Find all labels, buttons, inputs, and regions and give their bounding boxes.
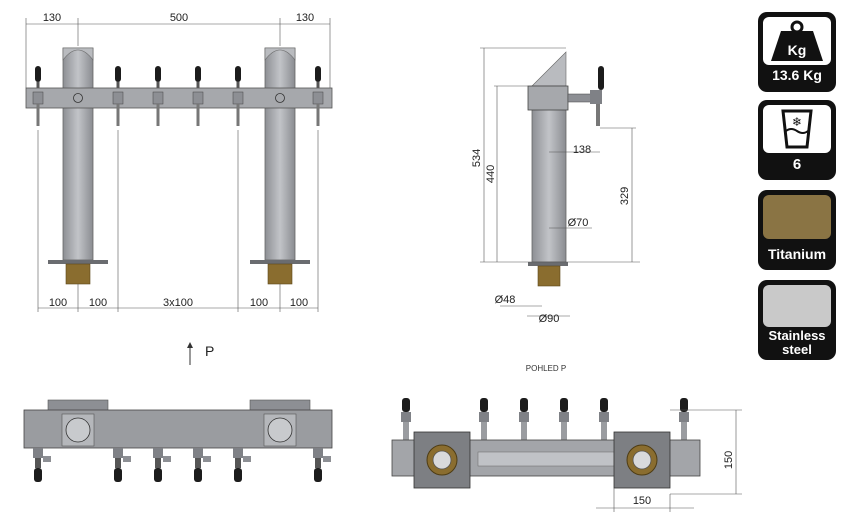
stainless-label-line1: Stainless: [768, 328, 826, 343]
ice-glass-icon: ❄: [781, 109, 813, 149]
side-dim-overall-height: 534: [471, 149, 483, 167]
titanium-label: Titanium: [767, 246, 827, 262]
view-arrow-label: P: [205, 343, 214, 359]
stainless-label: Stainless steel: [758, 329, 836, 357]
tap: [312, 66, 324, 126]
front-dim-bottom-5: 100: [290, 297, 308, 309]
front-dim-top-left: 130: [43, 12, 61, 24]
kg-icon-text: Kg: [788, 42, 807, 58]
tap: [233, 448, 251, 482]
front-dim-bottom-4: 100: [250, 297, 268, 309]
front-view: 130 500 130: [25, 12, 333, 312]
tap: [519, 398, 529, 440]
front-taps: [32, 66, 324, 126]
side-dim-column-diameter: Ø70: [568, 217, 589, 229]
tap: [192, 66, 204, 126]
tap: [401, 398, 411, 440]
stainless-finish-badge: Stainless steel: [758, 280, 836, 360]
tap: [112, 66, 124, 126]
weight-badge: Kg 13.6 Kg: [758, 12, 836, 92]
rear-taps: [33, 448, 331, 482]
tap: [152, 66, 164, 126]
tap: [479, 398, 489, 440]
side-dim-spout-height: 329: [619, 187, 631, 205]
tap: [193, 448, 211, 482]
side-view: 534 440 138 329 Ø70 Ø48 Ø90: [471, 47, 640, 325]
side-dim-spout-reach: 138: [573, 144, 591, 156]
side-dim-base-outer: Ø90: [539, 313, 560, 325]
weight-value: 13.6 Kg: [772, 67, 822, 83]
side-dim-column-height: 440: [485, 165, 497, 183]
side-tap: [567, 66, 604, 126]
tap: [679, 398, 689, 440]
tap: [153, 448, 171, 482]
front-tap-bar: [25, 87, 333, 109]
rear-view: [23, 399, 333, 482]
front-dim-top-right: 130: [296, 12, 314, 24]
plan-view-title: POHLED P: [526, 364, 566, 373]
front-column-right: [264, 47, 296, 261]
tap: [33, 448, 51, 482]
tap: [232, 66, 244, 126]
tap: [32, 66, 44, 126]
side-dim-base-inner: Ø48: [495, 294, 516, 306]
side-column: [531, 85, 567, 263]
tap: [113, 448, 131, 482]
stainless-label-line2: steel: [782, 342, 812, 357]
snowflake-icon: ❄: [792, 115, 802, 129]
plan-dim-depth: 150: [723, 451, 735, 469]
titanium-finish-badge: Titanium: [758, 190, 836, 270]
tap: [599, 398, 609, 440]
cooling-badge: ❄ 6: [758, 100, 836, 180]
cooling-value: 6: [792, 156, 802, 173]
front-column-left: [62, 47, 94, 261]
plan-taps: [401, 398, 689, 440]
stainless-swatch: [763, 285, 831, 327]
plan-dim-width: 150: [633, 495, 651, 507]
tap: [559, 398, 569, 440]
view-arrow: P: [187, 342, 214, 365]
front-dim-top-middle: 500: [170, 12, 188, 24]
front-dim-bottom-1: 100: [49, 297, 67, 309]
kg-weight-icon: Kg: [771, 20, 823, 61]
titanium-swatch: [763, 195, 831, 239]
plan-view: 150 150: [391, 398, 742, 512]
front-dim-bottom-3: 3x100: [163, 297, 193, 309]
front-dim-bottom-2: 100: [89, 297, 107, 309]
tap: [313, 448, 331, 482]
